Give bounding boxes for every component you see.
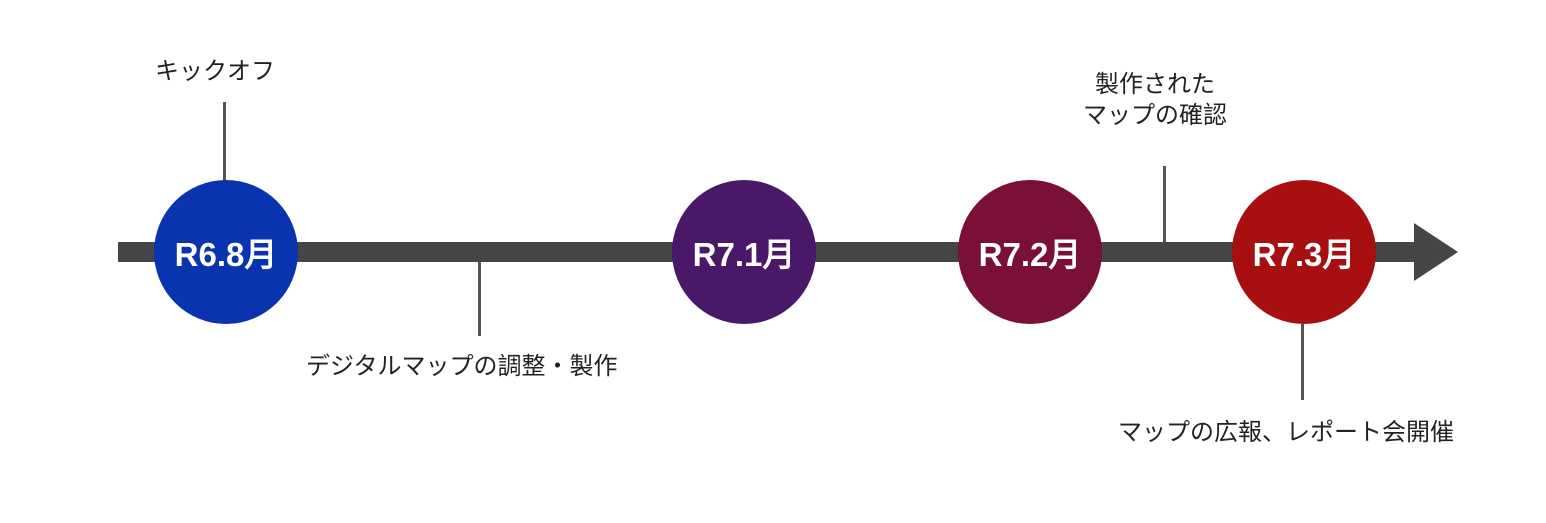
confirm-label-line-1: 製作された [1095, 70, 1215, 98]
timeline-arrowhead [1414, 223, 1458, 281]
milestone-r7-1: R7.1月 [672, 180, 816, 324]
milestone-r7-2: R7.2月 [958, 180, 1102, 324]
publicity-connector [1301, 324, 1304, 400]
milestone-label: R7.3月 [1252, 236, 1356, 273]
kickoff-label: キックオフ [155, 57, 275, 85]
adjust-produce-connector [478, 262, 481, 336]
milestone-label: R6.8月 [174, 236, 278, 273]
milestone-r7-3: R7.3月 [1232, 180, 1376, 324]
milestone-label: R7.2月 [978, 236, 1082, 273]
milestone-label: R7.1月 [692, 236, 796, 273]
milestone-r6-8: R6.8月 [154, 180, 298, 324]
adjust-produce-label: デジタルマップの調整・製作 [306, 352, 618, 380]
confirm-label: 製作された マップの確認 [1083, 69, 1227, 131]
kickoff-connector [223, 102, 226, 182]
publicity-label: マップの広報、レポート会開催 [1118, 418, 1454, 446]
confirm-connector [1163, 166, 1166, 242]
confirm-label-line-2: マップの確認 [1083, 101, 1227, 129]
